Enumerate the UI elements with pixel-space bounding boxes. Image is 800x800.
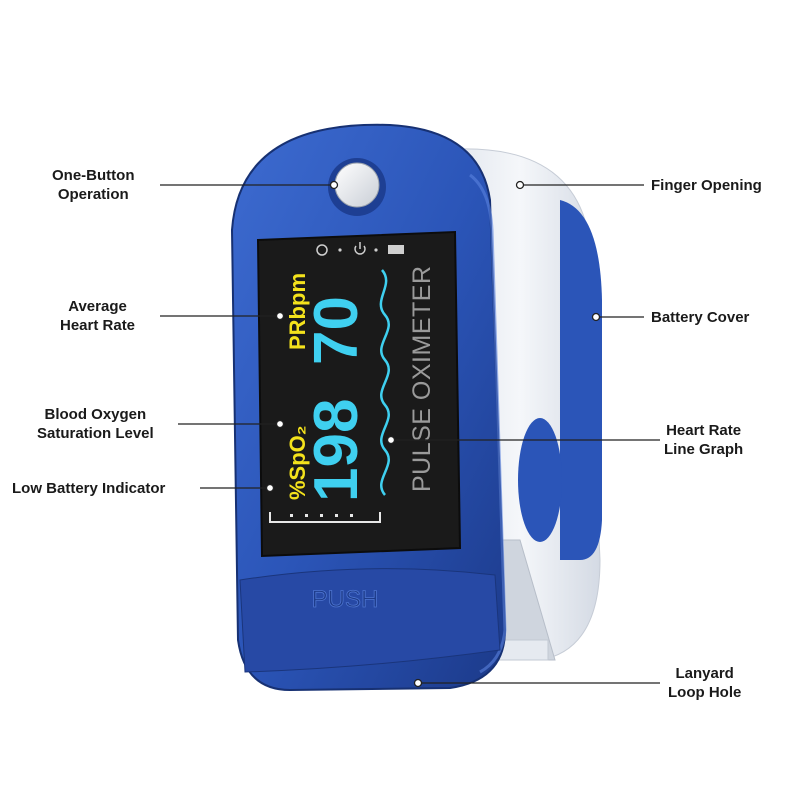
callout-lines	[160, 180, 660, 688]
side-button	[518, 418, 562, 542]
callout-avg-heart-rate: Average Heart Rate	[60, 297, 135, 335]
spo2-prefix: 1	[302, 468, 371, 502]
callout-heart-rate-graph: Heart Rate Line Graph	[664, 421, 743, 459]
brand-text: PULSE OXIMETER	[408, 266, 436, 493]
spo2-digits: 98	[302, 399, 371, 468]
callout-text: Average	[68, 298, 127, 315]
callout-text: Low Battery Indicator	[12, 480, 166, 497]
pr-value: 70	[302, 296, 371, 365]
callout-text: Loop Hole	[668, 684, 742, 701]
callout-text: Saturation Level	[37, 425, 154, 442]
callout-blood-oxygen: Blood Oxygen Saturation Level	[37, 405, 154, 443]
callout-text: Operation	[57, 186, 129, 203]
heart-rate-waveform	[379, 269, 390, 496]
spo2-value: 198	[302, 399, 371, 502]
callout-text: Heart Rate	[666, 422, 742, 439]
push-text: PUSH	[312, 586, 379, 613]
callout-text: One-Button	[52, 167, 135, 184]
one-button	[328, 158, 386, 216]
callout-finger-opening: Finger Opening	[651, 176, 762, 195]
callout-text: Finger Opening	[651, 177, 762, 194]
push-panel: PUSH	[239, 568, 501, 673]
callout-one-button: One-Button Operation	[52, 166, 134, 204]
callout-text: Line Graph	[664, 441, 744, 458]
callout-low-battery: Low Battery Indicator	[12, 479, 165, 498]
callout-battery-cover: Battery Cover	[651, 308, 749, 327]
spo2-label: %SpO₂	[285, 425, 310, 500]
callout-lanyard: Lanyard Loop Hole	[668, 664, 741, 702]
callout-text: Blood Oxygen	[44, 406, 147, 423]
callout-text: Lanyard	[675, 665, 734, 682]
callout-text: Battery Cover	[651, 309, 750, 326]
display-screen	[256, 230, 462, 558]
pr-label: PRbpm	[285, 273, 310, 350]
callout-text: Heart Rate	[60, 317, 136, 334]
screen-readings: %SpO₂ PRbpm 198 70	[285, 273, 371, 502]
